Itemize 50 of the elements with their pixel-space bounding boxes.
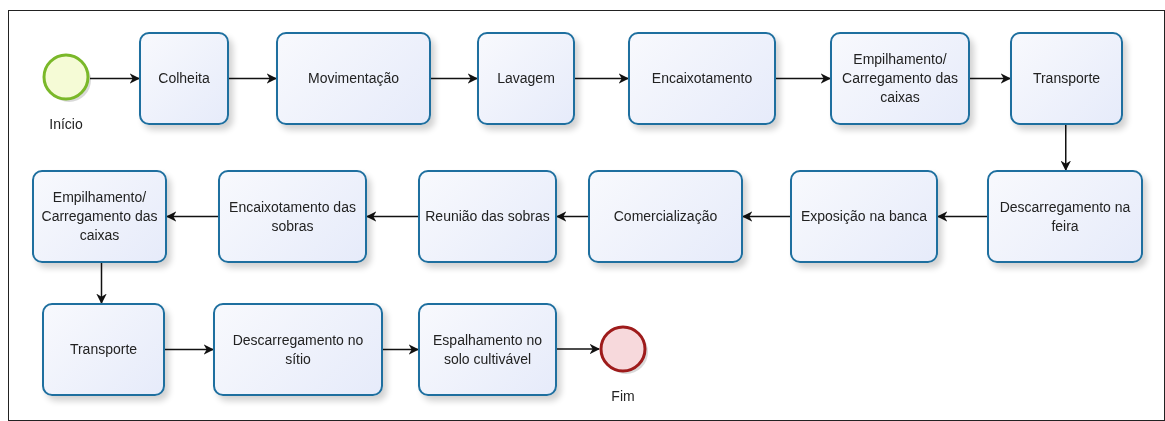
process-box bbox=[276, 32, 431, 125]
process-box bbox=[628, 32, 776, 125]
arrow bbox=[1060, 124, 1071, 172]
process-box bbox=[418, 303, 557, 396]
arrow bbox=[574, 73, 630, 84]
arrow bbox=[556, 343, 601, 355]
node-label: Comercialização bbox=[613, 207, 718, 226]
process-box bbox=[790, 170, 938, 263]
arrow bbox=[775, 73, 832, 84]
process-box bbox=[32, 170, 167, 263]
event-circle bbox=[599, 325, 647, 373]
node-label: Exposição na banca bbox=[800, 207, 928, 226]
node-label: Movimentação bbox=[307, 69, 399, 88]
node-label: Descarregamento no sítio bbox=[231, 330, 365, 369]
process-box bbox=[218, 170, 367, 263]
arrow bbox=[969, 73, 1012, 84]
process-box bbox=[418, 170, 557, 263]
arrow bbox=[365, 211, 419, 222]
process-box bbox=[830, 32, 970, 125]
node-label: Reunião das sobras bbox=[425, 207, 550, 226]
node-label: Transporte bbox=[1032, 69, 1101, 88]
event-label: Fim bbox=[611, 388, 635, 404]
arrow bbox=[165, 211, 219, 222]
arrow bbox=[89, 73, 141, 84]
node-label: Colheita bbox=[158, 69, 210, 88]
arrow bbox=[96, 262, 107, 305]
arrow bbox=[228, 73, 278, 84]
arrow bbox=[555, 211, 589, 222]
node-label: Empilhamento/ Carregamento das caixas bbox=[841, 50, 959, 107]
arrow bbox=[430, 73, 479, 84]
arrow bbox=[164, 344, 215, 355]
node-label: Lavagem bbox=[497, 69, 555, 88]
process-box bbox=[213, 303, 383, 396]
node-label: Encaixotamento bbox=[651, 69, 753, 88]
arrow bbox=[936, 211, 988, 222]
process-box bbox=[477, 32, 575, 125]
node-label: Transporte bbox=[69, 340, 138, 359]
node-label: Descarregamento na feira bbox=[998, 197, 1132, 236]
event-label: Início bbox=[49, 116, 83, 132]
arrow bbox=[741, 211, 791, 222]
process-box bbox=[987, 170, 1143, 263]
process-box bbox=[588, 170, 743, 263]
arrow bbox=[382, 344, 420, 355]
event-circle bbox=[42, 53, 90, 101]
node-label: Espalhamento no solo cultivável bbox=[432, 330, 543, 369]
node-label: Encaixotamento das sobras bbox=[228, 197, 357, 236]
process-box bbox=[139, 32, 229, 125]
node-label: Empilhamento/ Carregamento das caixas bbox=[40, 188, 159, 245]
process-box bbox=[42, 303, 165, 396]
process-box bbox=[1010, 32, 1123, 125]
